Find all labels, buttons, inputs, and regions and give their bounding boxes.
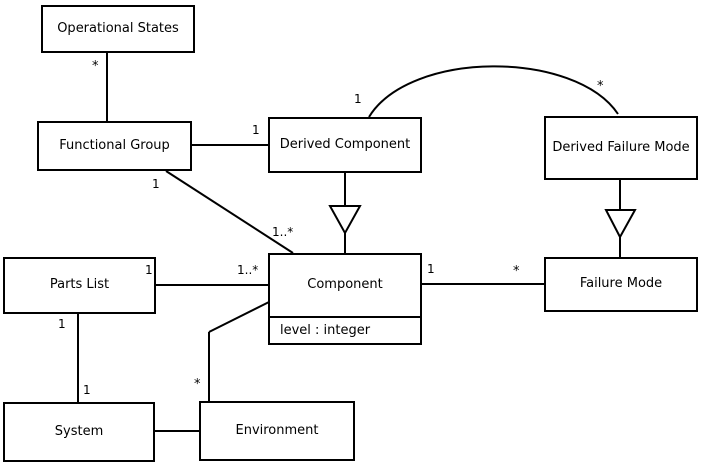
class-attributes-component: level : integer bbox=[270, 316, 420, 343]
multiplicity-system-parts-list: 1 bbox=[83, 383, 91, 397]
class-name-derived-component: Derived Component bbox=[279, 136, 411, 152]
edge-environment-component-diagonal bbox=[208, 301, 270, 333]
class-box-parts-list[interactable]: Parts List bbox=[3, 257, 156, 314]
multiplicity-component-functional-group: 1..* bbox=[272, 225, 294, 239]
multiplicity-failure-mode-component: * bbox=[513, 264, 520, 279]
class-name-system: System bbox=[54, 423, 104, 439]
class-box-component[interactable]: Component level : integer bbox=[268, 253, 422, 345]
edge-derived-component-derived-failure-mode bbox=[368, 65, 619, 118]
multiplicity-derived-failure-mode-arc: * bbox=[597, 79, 604, 94]
generalization-triangle-derived-failure-mode bbox=[604, 209, 637, 240]
class-name-failure-mode: Failure Mode bbox=[579, 276, 663, 292]
class-name-component: Component bbox=[307, 277, 383, 293]
class-box-environment[interactable]: Environment bbox=[199, 401, 355, 461]
multiplicity-component-failure-mode: 1 bbox=[427, 262, 435, 276]
multiplicity-parts-list-component: 1 bbox=[145, 263, 153, 277]
multiplicity-parts-list-system: 1 bbox=[58, 317, 66, 331]
multiplicity-operational-states-functional-group: * bbox=[92, 59, 99, 74]
class-name-parts-list: Parts List bbox=[49, 277, 110, 293]
class-box-derived-component[interactable]: Derived Component bbox=[268, 117, 422, 173]
multiplicity-component-parts-list: 1..* bbox=[237, 263, 259, 277]
class-name-derived-failure-mode: Derived Failure Mode bbox=[552, 139, 690, 155]
class-box-failure-mode[interactable]: Failure Mode bbox=[544, 257, 698, 312]
multiplicity-derived-component-arc: 1 bbox=[354, 92, 362, 106]
class-box-system[interactable]: System bbox=[3, 402, 155, 462]
attribute-level: level : integer bbox=[280, 323, 371, 338]
class-box-operational-states[interactable]: Operational States bbox=[41, 5, 195, 53]
class-name-environment: Environment bbox=[235, 422, 319, 438]
multiplicity-derived-component-functional-group: 1 bbox=[252, 123, 260, 137]
class-box-functional-group[interactable]: Functional Group bbox=[37, 121, 192, 171]
class-name-operational-states: Operational States bbox=[57, 20, 179, 36]
multiplicity-environment-component: * bbox=[194, 377, 201, 392]
generalization-triangle-derived-component bbox=[328, 205, 362, 236]
class-name-functional-group: Functional Group bbox=[59, 137, 170, 153]
multiplicity-functional-group-component: 1 bbox=[152, 177, 160, 191]
edge-functional-group-component bbox=[165, 170, 294, 254]
class-box-derived-failure-mode[interactable]: Derived Failure Mode bbox=[544, 116, 698, 180]
